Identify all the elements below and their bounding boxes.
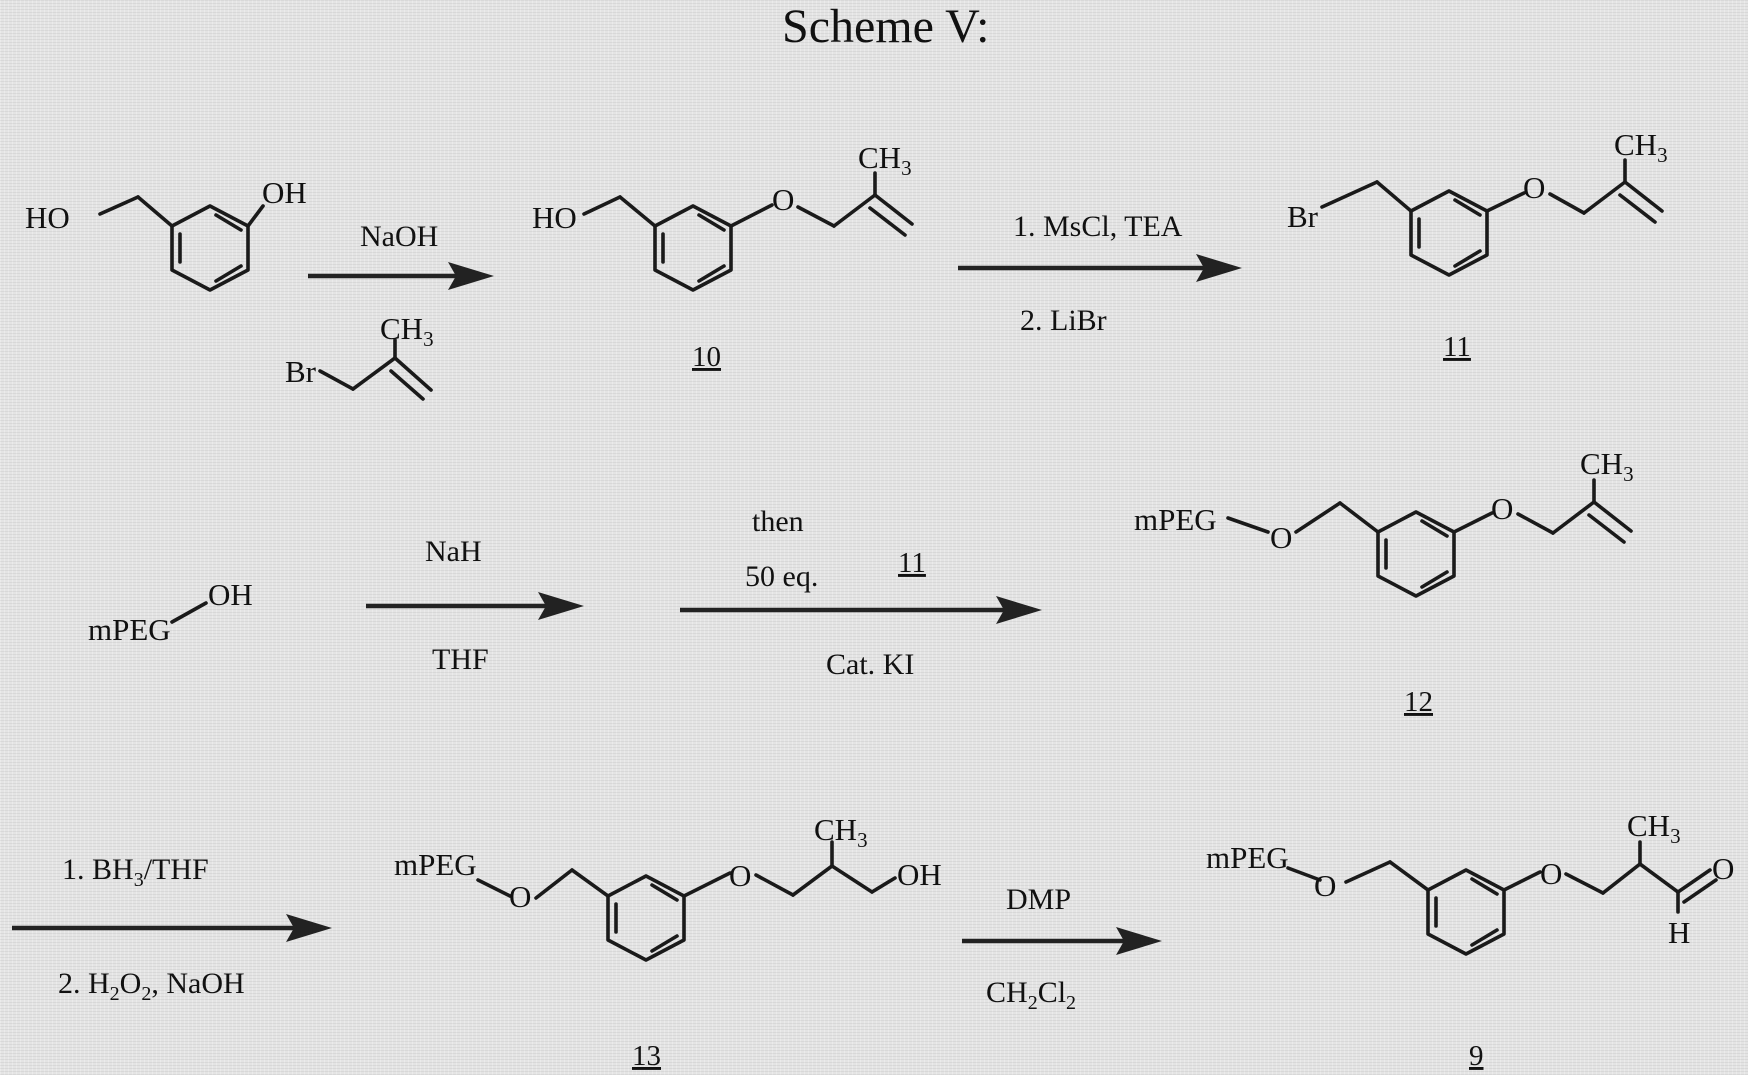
ch3-label: CH3 (1627, 808, 1681, 848)
starting-material-hydroxybenzyl-alcohol: HO OH (25, 175, 307, 290)
reagent-h2o2-naoh: 2. H2O2, NaOH (58, 967, 245, 1005)
reagent-bh3-thf: 1. BH3/THF (62, 853, 209, 891)
reagent-compound-11-ref: 11 (898, 547, 926, 579)
compound-number-13: 13 (632, 1040, 661, 1072)
mpeg-oh-structure: mPEG OH (88, 577, 253, 647)
oh-label: OH (897, 857, 942, 892)
reagent-ch2cl2: CH2Cl2 (986, 976, 1076, 1014)
reagent-naoh: NaOH (360, 220, 438, 253)
compound-number-12: 12 (1404, 686, 1433, 718)
compound-10-structure: HO O CH3 (532, 140, 912, 290)
compound-13-structure: mPEG O O CH3 OH (394, 812, 942, 960)
reagent-cat-ki: Cat. KI (826, 648, 914, 681)
mpeg-label: mPEG (1134, 502, 1217, 537)
reaction-arrow-6: DMP CH2Cl2 (962, 883, 1162, 1014)
ho-label: HO (532, 200, 577, 235)
compound-number-11: 11 (1443, 331, 1471, 363)
ether-o-label: O (1491, 491, 1513, 526)
oh-label: OH (262, 175, 307, 210)
ho-label: HO (25, 200, 70, 235)
ether-o-label: O (1270, 520, 1292, 555)
br-label: Br (285, 354, 317, 389)
reagent-libr: 2. LiBr (1020, 304, 1107, 337)
ch3-label: CH3 (380, 311, 434, 351)
ch3-label: CH3 (1580, 446, 1634, 486)
compound-12-structure: mPEG O O CH3 (1134, 446, 1634, 596)
ether-o-label: O (729, 858, 751, 893)
mpeg-label: mPEG (88, 612, 171, 647)
ether-o-label: O (1314, 868, 1336, 903)
reaction-arrow-1: NaOH (308, 220, 494, 290)
ch3-label: CH3 (1614, 127, 1668, 167)
mpeg-label: mPEG (1206, 840, 1289, 875)
ether-o-label: O (772, 182, 794, 217)
ch3-label: CH3 (858, 140, 912, 180)
ether-o-label: O (1523, 170, 1545, 205)
carbonyl-o-label: O (1712, 851, 1734, 886)
reagent-50-eq: 50 eq. (745, 560, 818, 593)
compound-number-10: 10 (692, 341, 721, 373)
ether-o-label: O (1540, 856, 1562, 891)
ch3-label: CH3 (814, 812, 868, 852)
scheme-title: Scheme V: (782, 0, 990, 53)
reaction-arrow-5: 1. BH3/THF 2. H2O2, NaOH (12, 853, 332, 1005)
reagent-mscl-tea: 1. MsCl, TEA (1013, 210, 1183, 243)
mpeg-label: mPEG (394, 847, 477, 882)
compound-11-structure: Br O CH3 (1287, 127, 1668, 275)
reagent-nah: NaH (425, 535, 482, 568)
reagent-methallyl-bromide: Br CH3 (285, 311, 434, 399)
reagent-thf: THF (432, 643, 489, 676)
reagent-then: then (752, 505, 804, 538)
oh-label: OH (208, 577, 253, 612)
reagent-dmp: DMP (1006, 883, 1071, 916)
reaction-arrow-4: then 50 eq. 11 Cat. KI (680, 505, 1042, 681)
compound-9-structure: mPEG O O CH3 O H (1206, 808, 1734, 954)
reaction-arrow-3: NaH THF (366, 535, 584, 676)
ether-o-label: O (509, 879, 531, 914)
br-label: Br (1287, 199, 1319, 234)
reaction-arrow-2: 1. MsCl, TEA 2. LiBr (958, 210, 1242, 337)
compound-number-9: 9 (1469, 1040, 1484, 1072)
aldehyde-h-label: H (1668, 915, 1690, 950)
